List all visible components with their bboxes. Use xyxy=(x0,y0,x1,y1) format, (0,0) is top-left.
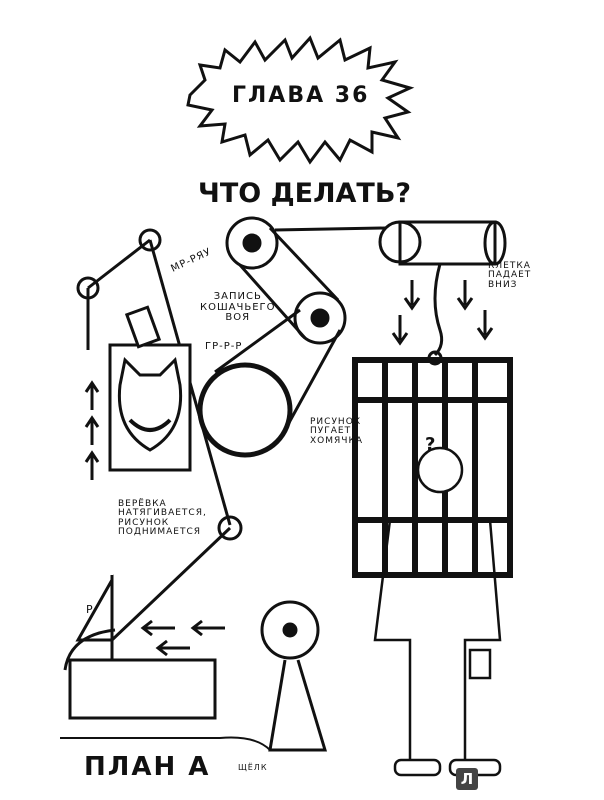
plan-label: ПЛАН А xyxy=(84,752,211,782)
man xyxy=(373,446,502,777)
page-title: ЧТО ДЕЛАТЬ? xyxy=(198,178,412,209)
cord-and-hand xyxy=(60,736,271,751)
electric-fan xyxy=(260,600,328,752)
label-cage: КЛЕТКА ПАДАЕТ ВНИЗ xyxy=(488,261,532,290)
sail-letter: Р xyxy=(86,603,93,616)
cage xyxy=(352,357,513,578)
label-recording: ЗАПИСЬ КОШАЧЬЕГО ВОЯ xyxy=(200,291,276,323)
label-hamster: РИСУНОК ПУГАЕТ ХОМЯЧКА xyxy=(310,417,363,446)
question-mark: ? xyxy=(425,434,436,455)
chapter-heading: ГЛАВА 36 xyxy=(232,83,370,108)
label-rope: ВЕРЁВКА НАТЯГИВАЕТСЯ, РИСУНОК ПОДНИМАЕТС… xyxy=(118,499,207,538)
boat xyxy=(63,574,217,720)
label-click: ЩЁЛК xyxy=(238,763,268,772)
spiky-burst xyxy=(186,35,415,165)
publisher-logo-badge: Л xyxy=(456,768,478,790)
wind-arrows xyxy=(140,619,225,657)
phone-recorder-icon xyxy=(124,305,162,349)
up-arrows xyxy=(84,380,100,480)
label-growl: ГР-Р-Р xyxy=(205,341,243,352)
down-arrows xyxy=(391,280,494,346)
belt-mechanism xyxy=(197,216,386,458)
cat-picture xyxy=(108,343,192,472)
